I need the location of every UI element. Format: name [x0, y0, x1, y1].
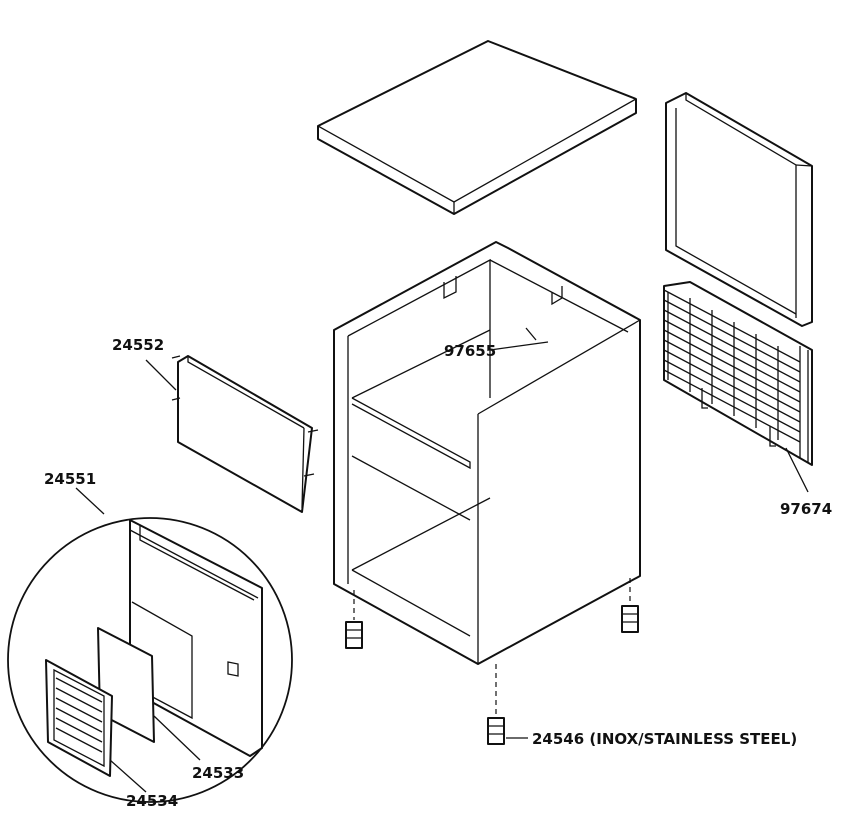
cabinet-body — [333, 241, 641, 665]
louvered-vent — [45, 659, 113, 777]
back-panel — [665, 92, 813, 327]
door-assembly — [7, 517, 293, 803]
label-24533: 24533 — [192, 764, 244, 782]
leader-24551 — [75, 487, 105, 515]
top-panel — [317, 40, 637, 215]
shelf-rack — [663, 281, 813, 493]
label-97655: 97655 — [444, 342, 496, 360]
drawer-panel — [171, 355, 319, 513]
label-24546: 24546 (INOX/STAINLESS STEEL) — [532, 730, 797, 748]
leader-24533 — [153, 715, 201, 761]
leveling-feet — [345, 578, 639, 745]
label-24534: 24534 — [126, 792, 178, 810]
leader-24552 — [145, 359, 177, 391]
label-24552: 24552 — [112, 336, 164, 354]
leader-97655 — [489, 341, 549, 351]
leader-24534 — [109, 759, 147, 793]
label-97674: 97674 — [780, 500, 832, 518]
label-24551: 24551 — [44, 470, 96, 488]
